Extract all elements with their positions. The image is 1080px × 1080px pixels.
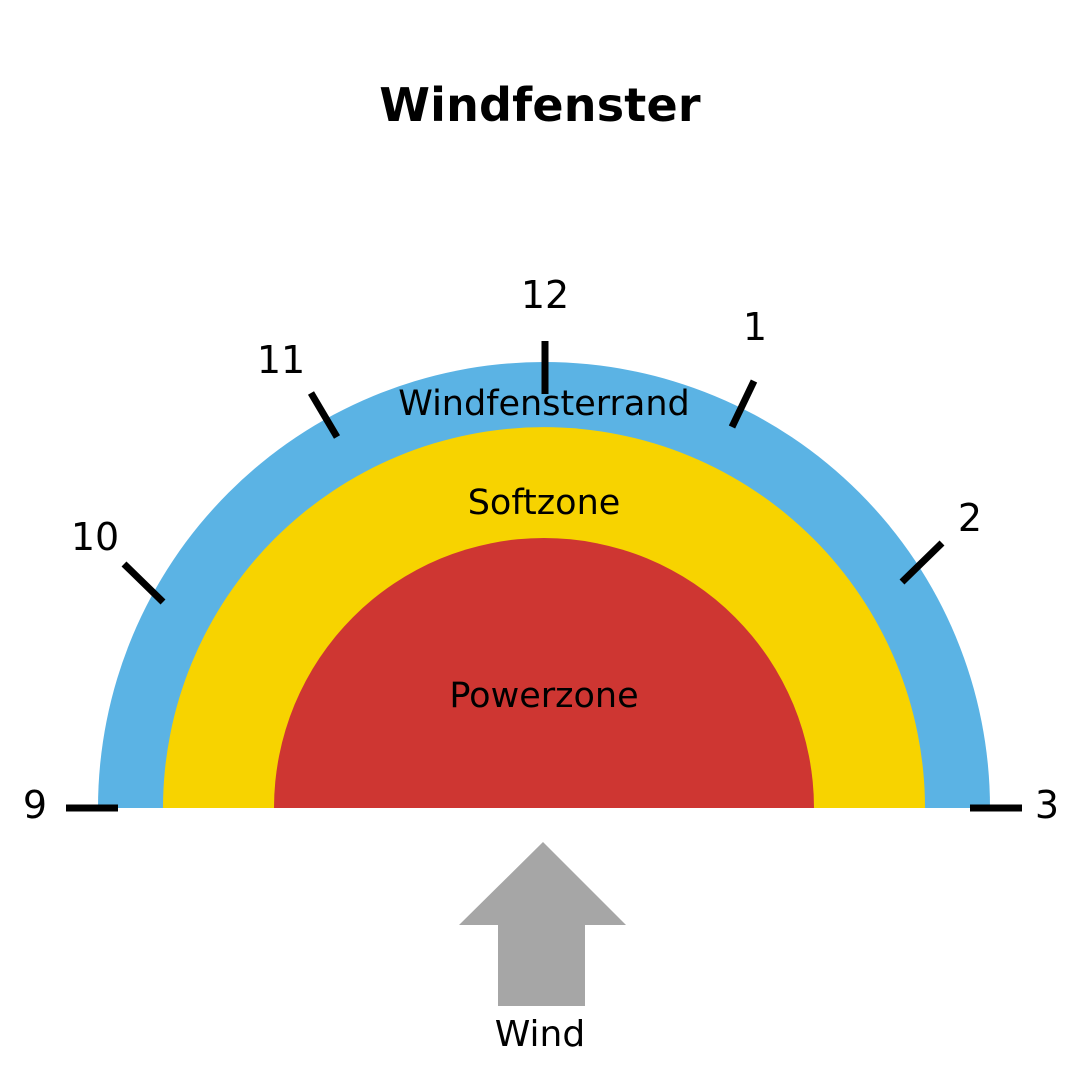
clock-label-12: 12 [520, 273, 570, 317]
clock-label-1: 1 [742, 305, 768, 349]
clock-label-2: 2 [957, 496, 983, 540]
clock-tick-marks [66, 341, 1022, 812]
clock-label-10: 10 [70, 515, 120, 559]
wind-label: Wind [494, 1014, 586, 1055]
clock-label-3: 3 [1034, 783, 1060, 827]
tick-mark-1 [728, 379, 758, 429]
clock-label-9: 9 [22, 783, 48, 827]
power-zone-arc [274, 538, 814, 808]
clock-label-11: 11 [256, 338, 306, 382]
soft-zone-label: Softzone [467, 483, 621, 523]
tick-mark-11 [307, 391, 341, 439]
wind-arrow-icon [459, 842, 626, 1006]
page-title: Windfenster [379, 78, 701, 132]
tick-mark-2 [899, 540, 945, 585]
tick-mark-10 [121, 561, 166, 605]
power-zone-label: Powerzone [449, 676, 639, 716]
edge-zone-label: Windfensterrand [398, 384, 690, 424]
